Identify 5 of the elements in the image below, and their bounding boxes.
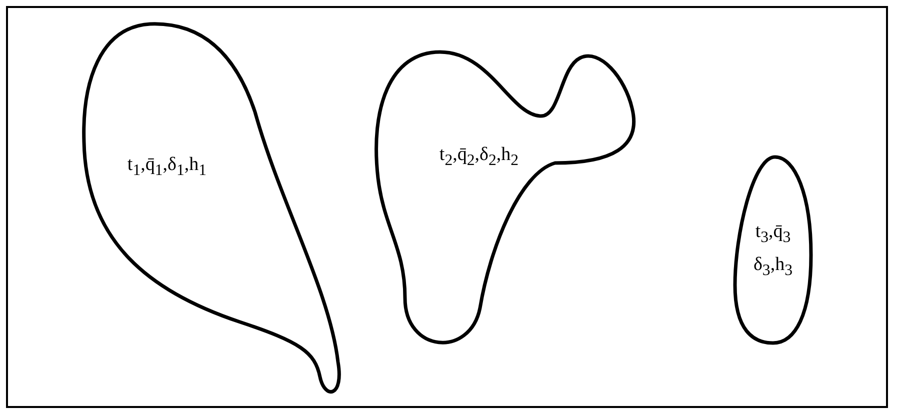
region-blob	[733, 155, 813, 345]
region-parameters: t$_{2}$,q̄$_{2}$,δ$_{2}$,h$_{2}$	[438, 143, 520, 171]
region-parameters: t$_{3}$,q̄$_{3}$ δ$_{3}$,h$_{3}$	[752, 220, 794, 281]
region-blob	[80, 22, 342, 394]
region-parameters: t$_{1}$,q̄$_{1}$,δ$_{1}$,h$_{1}$	[126, 153, 208, 181]
